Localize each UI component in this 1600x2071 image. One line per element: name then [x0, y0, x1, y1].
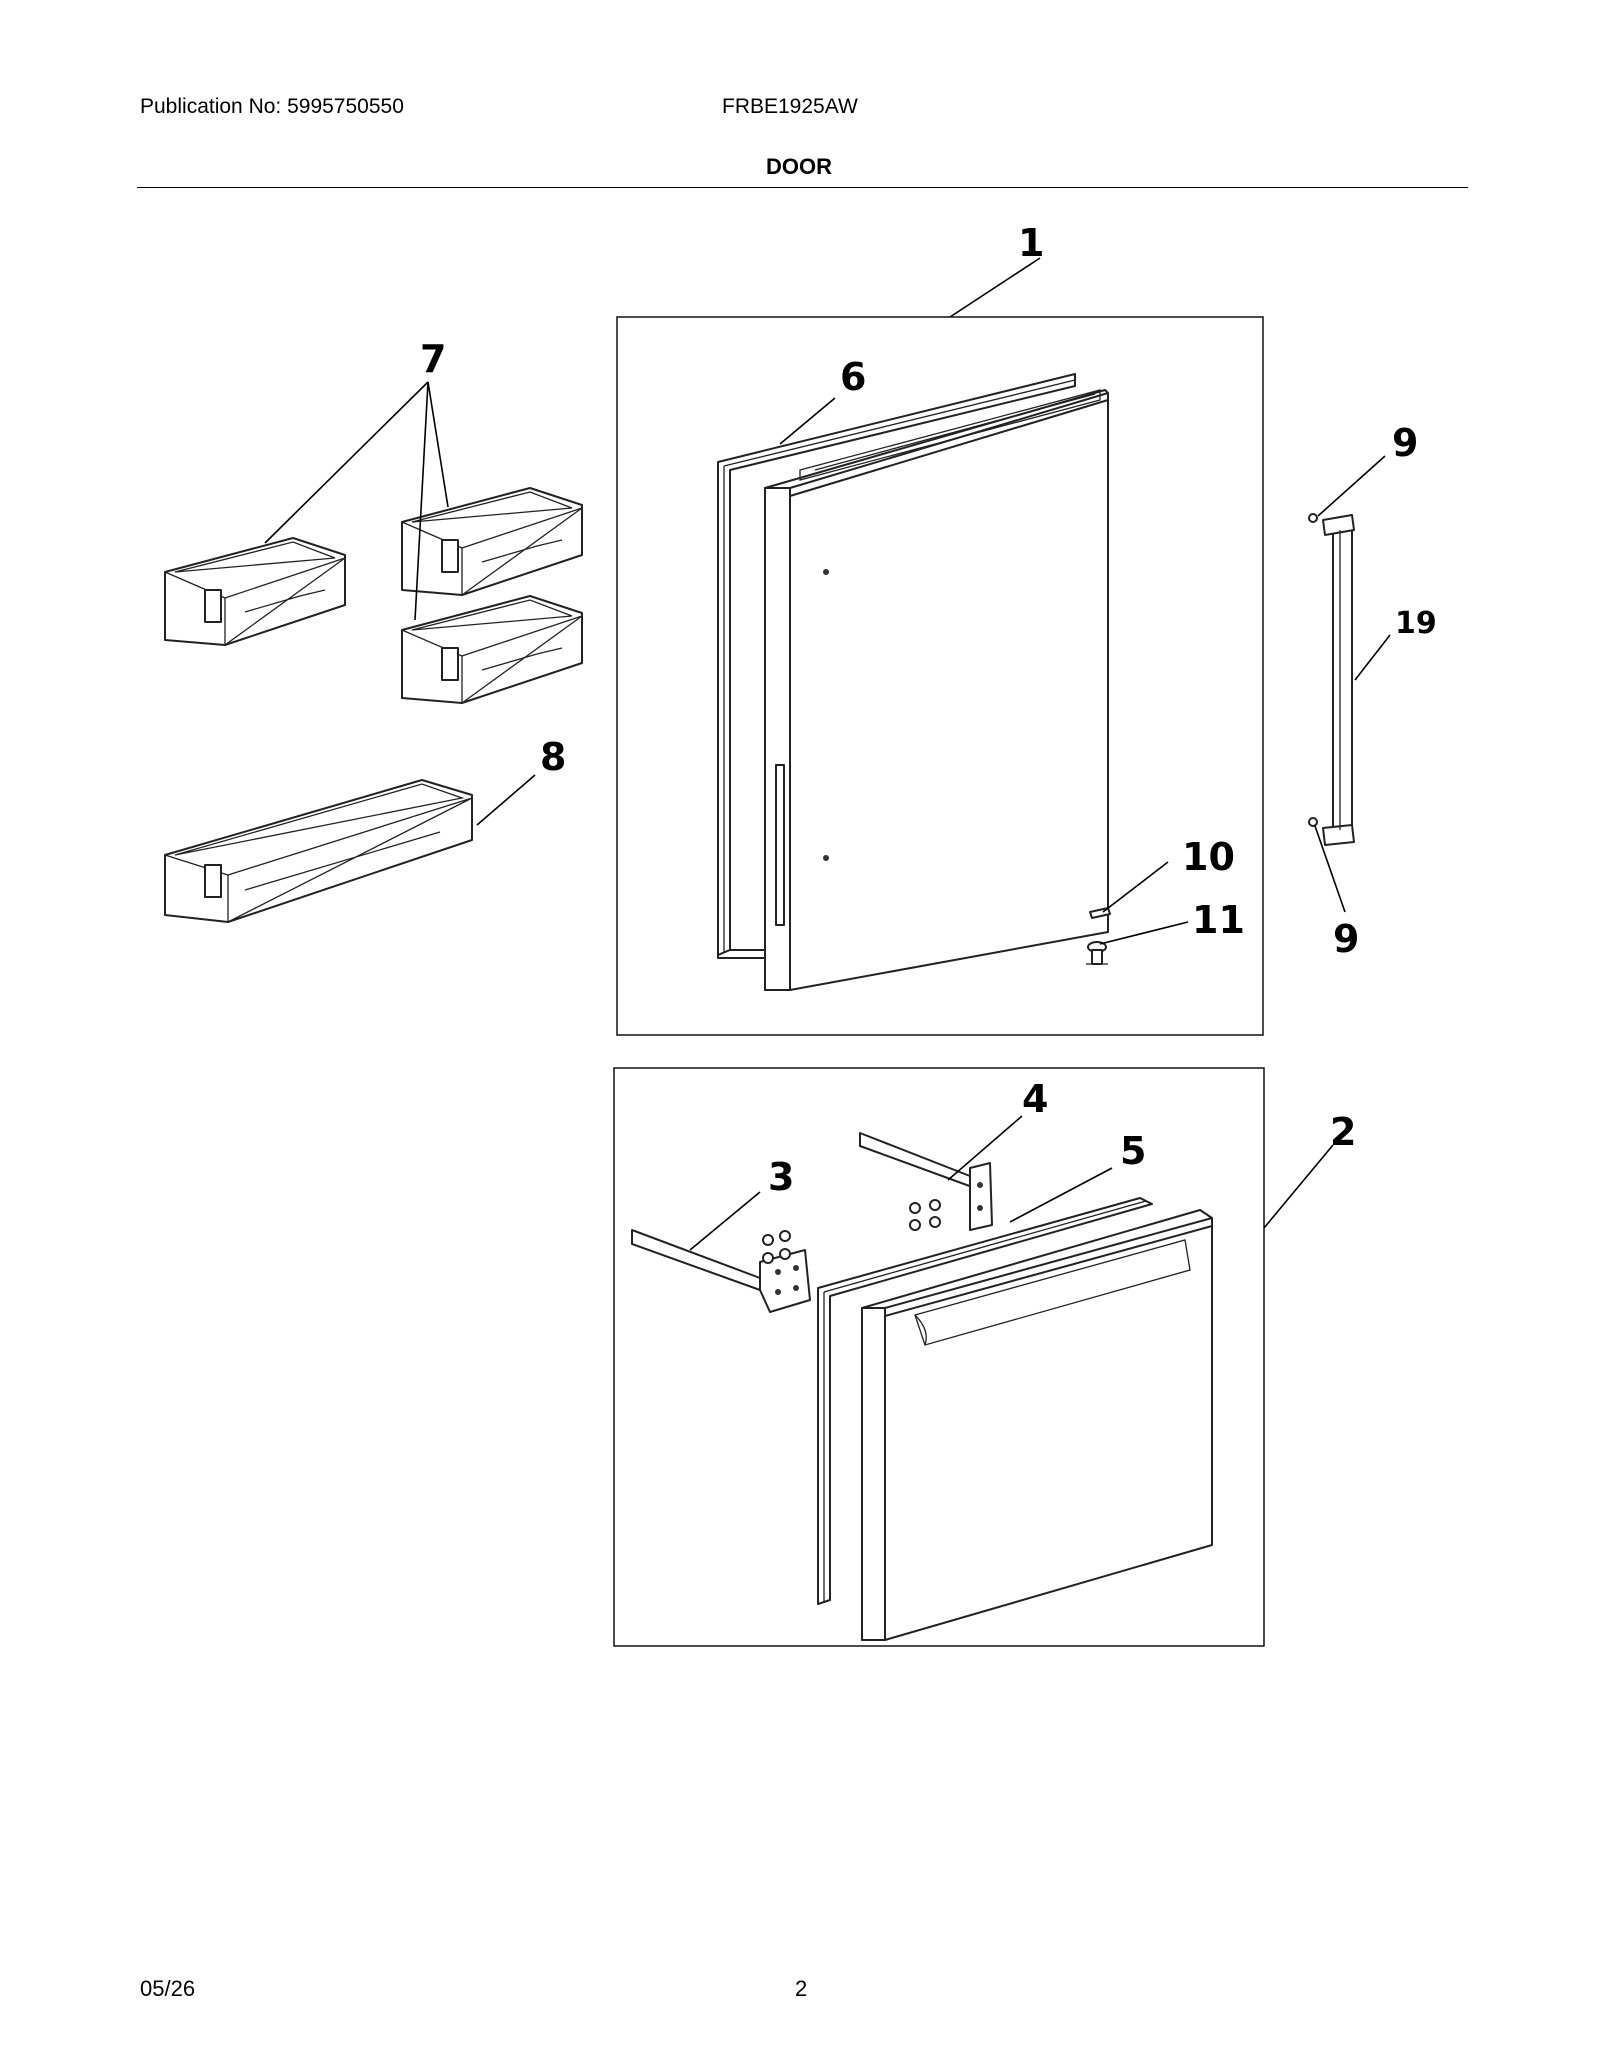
upper-door-hinge-pin	[1086, 941, 1108, 965]
leader-11	[1099, 921, 1189, 945]
lower-door-group-box	[613, 1067, 1265, 1647]
door-bin-lower-right	[401, 595, 583, 705]
callout-7: 7	[420, 337, 446, 381]
callout-1: 1	[1018, 221, 1044, 265]
leader-7b	[427, 381, 449, 508]
leader-2	[1263, 1144, 1334, 1229]
model-number: FRBE1925AW	[722, 95, 858, 118]
door-bin-upper-right	[401, 487, 583, 597]
callout-8: 8	[540, 735, 566, 779]
lower-door-gasket	[817, 1197, 1153, 1605]
footer-date: 05/26	[140, 1976, 196, 2001]
upper-door-gasket	[717, 373, 1076, 959]
leader-7a	[264, 381, 429, 544]
door-bin-left	[164, 537, 346, 647]
long-door-bin	[164, 779, 473, 924]
header-divider	[137, 187, 1468, 188]
leader-8	[476, 774, 536, 826]
publication-number: Publication No: 5995750550	[140, 95, 404, 118]
door-handle	[1322, 514, 1355, 846]
left-hinge-bracket	[631, 1229, 811, 1313]
section-title: DOOR	[766, 154, 832, 179]
leader-19	[1354, 634, 1391, 681]
leader-4	[947, 1115, 1023, 1181]
callout-5: 5	[1120, 1129, 1146, 1173]
callout-9-top: 9	[1392, 421, 1418, 465]
leader-6	[779, 397, 836, 445]
leader-5	[1009, 1167, 1113, 1223]
callout-11: 11	[1192, 898, 1245, 942]
callout-10: 10	[1182, 835, 1235, 879]
callout-19: 19	[1395, 606, 1437, 641]
leader-9-top	[1317, 455, 1386, 517]
callout-6: 6	[840, 355, 866, 399]
callout-4: 4	[1022, 1077, 1048, 1121]
handle-screw-top	[1308, 513, 1318, 523]
leader-3	[689, 1191, 761, 1251]
page-number: 2	[795, 1976, 808, 2001]
leader-10	[1102, 861, 1169, 913]
leader-1	[949, 257, 1041, 318]
callout-3: 3	[768, 1155, 794, 1199]
upper-door-panel	[764, 389, 1109, 991]
callout-2: 2	[1330, 1110, 1356, 1154]
handle-screw-bottom	[1308, 817, 1318, 827]
right-hinge-bracket	[859, 1132, 993, 1231]
upper-door-group-box	[616, 316, 1264, 1036]
lower-door-panel	[861, 1209, 1213, 1641]
callout-9-bottom: 9	[1333, 917, 1359, 961]
leader-9-bottom	[1314, 825, 1346, 913]
leader-7c	[414, 381, 429, 621]
